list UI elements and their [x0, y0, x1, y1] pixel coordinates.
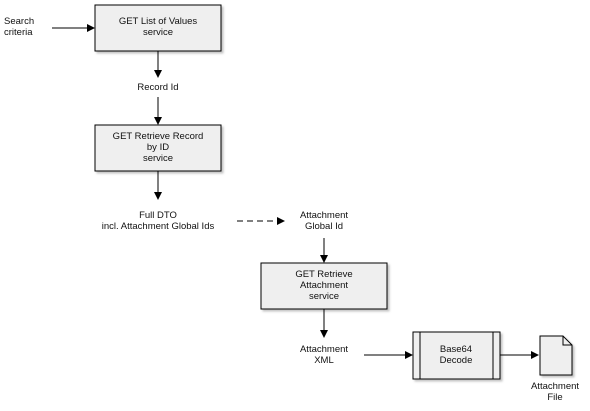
- search-criteria-line1: Search: [4, 16, 35, 27]
- full-dto-label: Full DTO incl. Attachment Global Ids: [102, 210, 214, 232]
- attachment-file-line2: File: [547, 392, 563, 403]
- search-criteria-label: Search criteria: [4, 16, 34, 38]
- full-dto-line1: Full DTO: [139, 210, 177, 221]
- base64-decode-line1: Base64: [439, 344, 473, 355]
- attachment-file-label: Attachment File: [531, 381, 579, 403]
- retrieve-record-line2: by ID: [146, 142, 170, 153]
- attachment-xml-line2: XML: [314, 355, 334, 366]
- retrieve-record-line1: GET Retrieve Record: [112, 131, 204, 142]
- retrieve-record-service-text: GET Retrieve Record by ID service: [113, 131, 204, 164]
- attachment-global-id-line1: Attachment: [299, 210, 349, 221]
- retrieve-record-service-box: [94, 124, 222, 172]
- retrieve-attachment-line3: service: [308, 291, 340, 302]
- attachment-file-line1: Attachment: [530, 381, 580, 392]
- base64-decode-line2: Decode: [439, 355, 473, 366]
- attachment-xml-label: Attachment XML: [300, 344, 348, 366]
- retrieve-attachment-line2: Attachment: [299, 280, 349, 291]
- list-values-service-text: GET List of Values service: [119, 16, 197, 38]
- retrieve-record-line3: service: [142, 153, 174, 164]
- attachment-global-id-line2: Global Id: [304, 221, 344, 232]
- base64-decode-process-box: [412, 331, 501, 380]
- retrieve-attachment-service-box: [260, 262, 388, 310]
- list-values-service-box: [94, 4, 222, 52]
- attachment-xml-line1: Attachment: [299, 344, 349, 355]
- attachment-global-id-label: Attachment Global Id: [300, 210, 348, 232]
- list-values-line2: service: [142, 27, 174, 38]
- record-id-label: Record Id: [137, 82, 179, 93]
- base64-decode-text: Base64 Decode: [440, 344, 473, 366]
- search-criteria-line2: criteria: [4, 27, 33, 38]
- list-values-line1: GET List of Values: [118, 16, 198, 27]
- attachment-file-icon: [539, 335, 573, 376]
- full-dto-line2: incl. Attachment Global Ids: [101, 221, 215, 232]
- retrieve-attachment-line1: GET Retrieve: [295, 269, 353, 280]
- retrieve-attachment-service-text: GET Retrieve Attachment service: [295, 269, 352, 302]
